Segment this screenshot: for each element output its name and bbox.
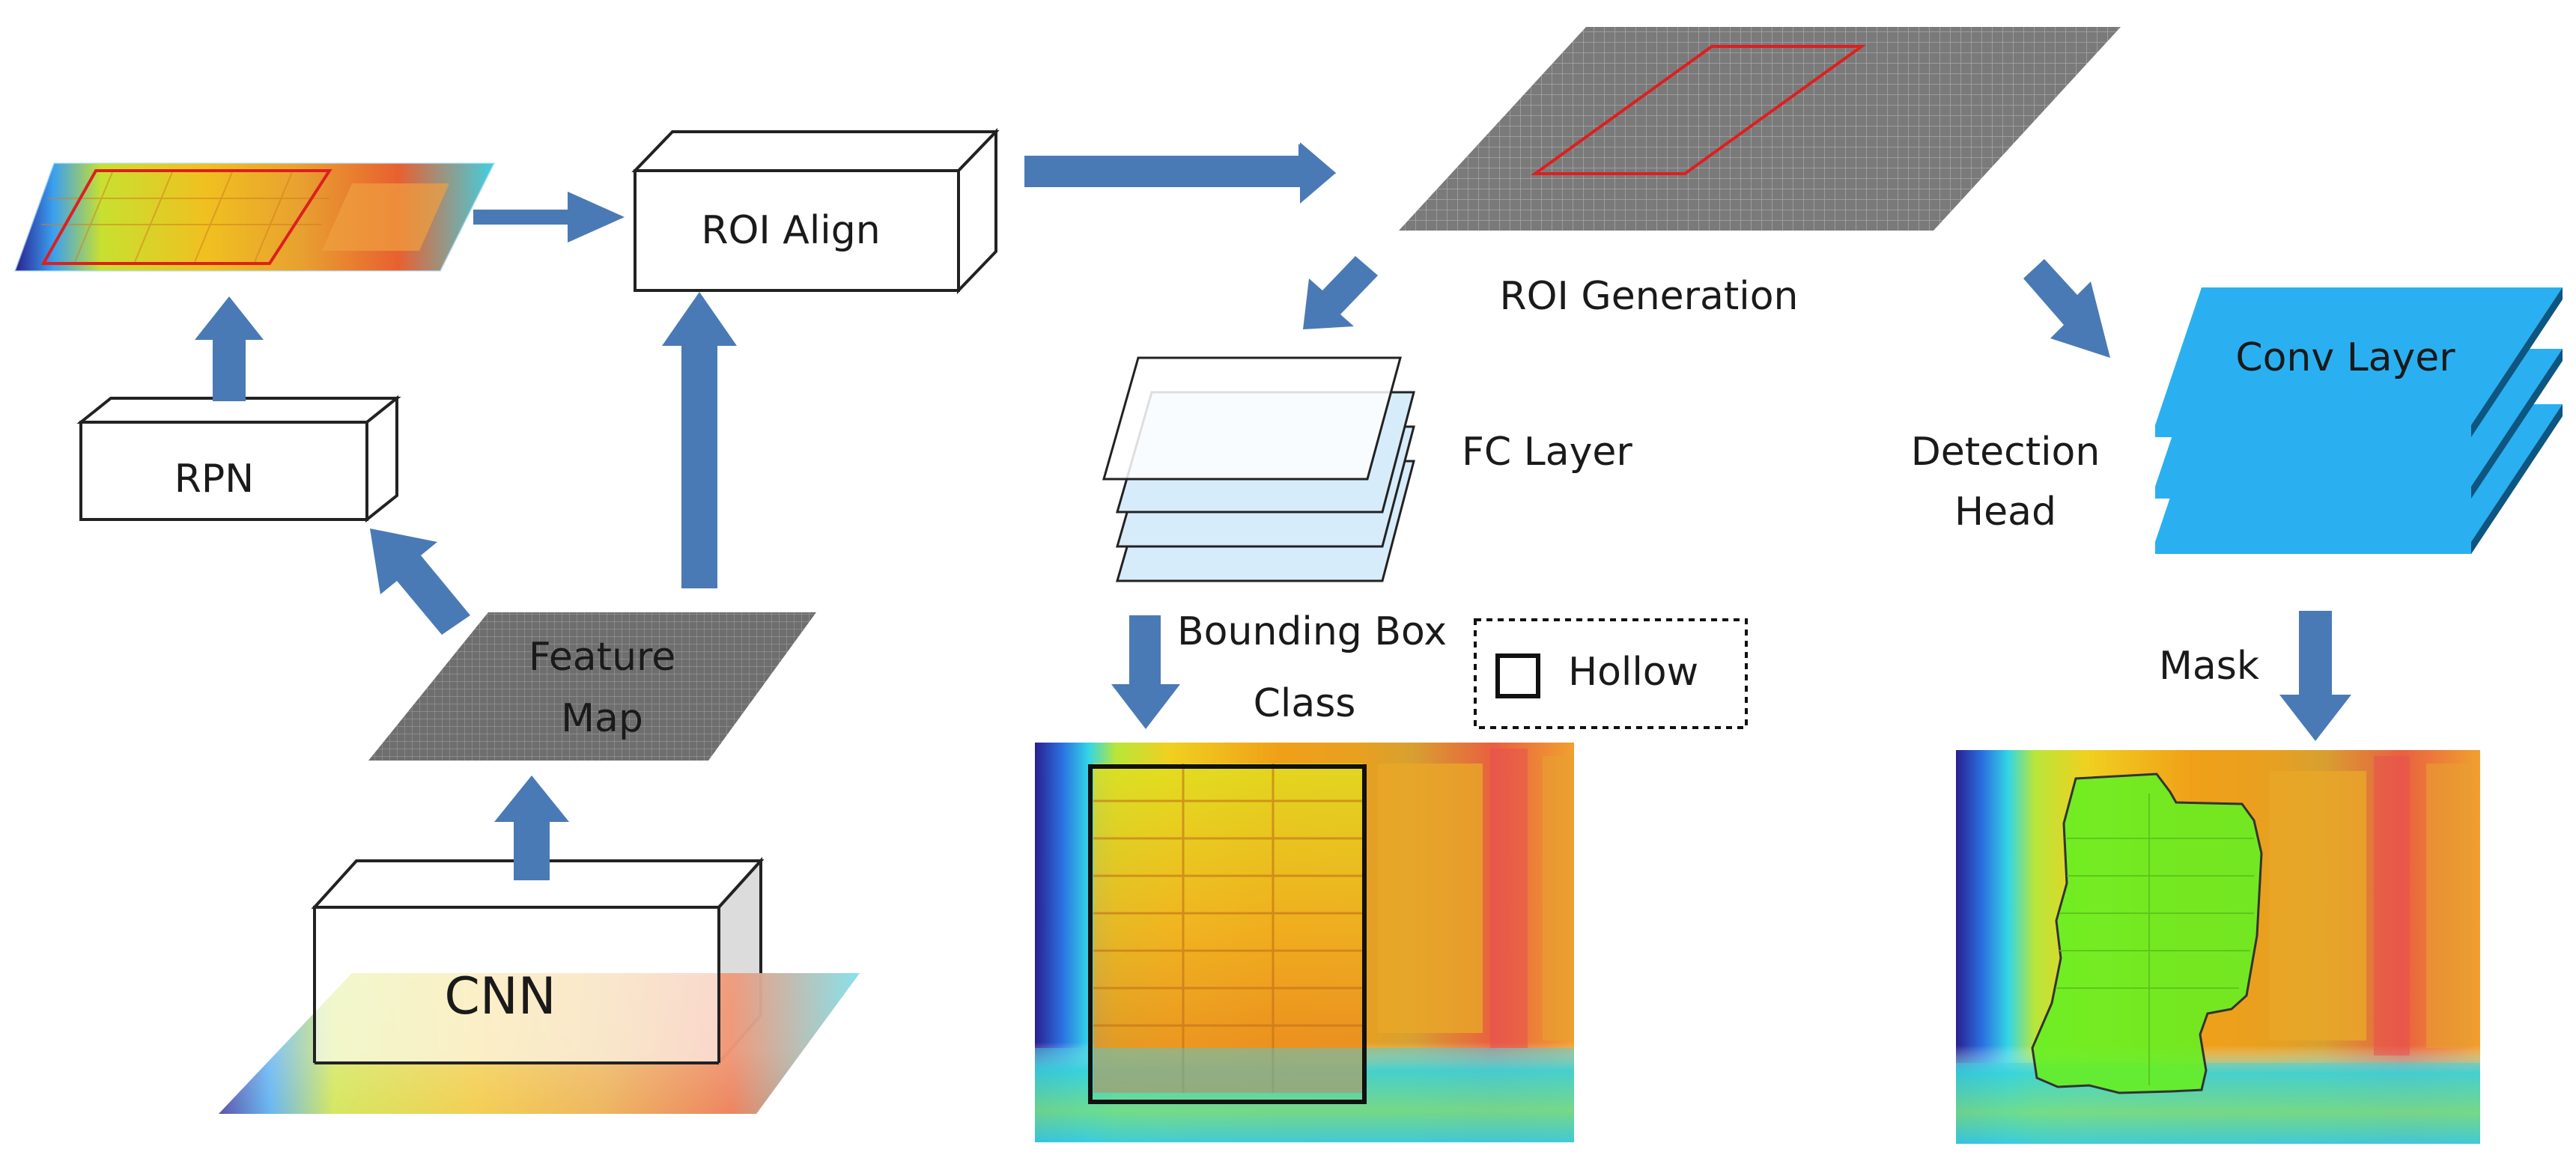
arrow-icon	[2023, 259, 2110, 358]
feature-map-label-line2: Map	[561, 696, 643, 741]
rpn-label: RPN	[174, 457, 255, 502]
arrow-icon-shaft	[1024, 159, 1300, 187]
conv-layer-label: Conv Layer	[2235, 335, 2455, 380]
arrow-icon	[2279, 611, 2351, 741]
roi-align-block	[631, 128, 1000, 294]
arrow-icon	[662, 292, 737, 588]
arrows	[195, 142, 2351, 880]
arrow-icon-head	[1300, 142, 1336, 204]
roi-align-label: ROI Align	[701, 208, 881, 253]
hollow-square-icon	[1495, 653, 1540, 698]
detection-head-label-line2: Head	[1954, 490, 2056, 534]
cnn-input-thermal-image	[219, 973, 860, 1114]
roi-generation-label: ROI Generation	[1499, 274, 1799, 319]
arrow-icon	[1303, 256, 1378, 329]
conv-layer-stack	[2155, 287, 2563, 554]
mask-label: Mask	[2159, 644, 2259, 689]
legend-box	[1474, 618, 1748, 729]
arrow-icon	[473, 192, 625, 243]
arrow-icon	[494, 776, 569, 880]
detection-head-label-line1: Detection	[1910, 430, 2100, 475]
arrow-icon	[195, 296, 264, 401]
mask-output-image	[1956, 750, 2480, 1144]
class-label: Class	[1253, 681, 1356, 726]
roi-region-box	[1530, 45, 1867, 175]
bbox-output-image	[1035, 743, 1574, 1142]
bounding-box-label: Bounding Box	[1176, 609, 1448, 654]
rpn-block	[76, 394, 401, 523]
legend-hollow-label: Hollow	[1568, 650, 1699, 695]
rpn-output-thermal-map	[13, 162, 496, 272]
arrow-icon	[1111, 615, 1180, 729]
arrow-icon	[370, 528, 470, 635]
detected-bounding-box	[1088, 764, 1367, 1104]
segmentation-mask	[2031, 773, 2263, 1094]
roi-generation-grid	[1399, 27, 2121, 231]
roi-proposal-box	[40, 169, 332, 265]
feature-map-label-line1: Feature	[528, 635, 676, 680]
fc-layer-stack	[1102, 356, 1415, 582]
fc-layer-label: FC Layer	[1462, 430, 1632, 475]
feature-map-grid	[368, 612, 816, 761]
cnn-label: CNN	[444, 967, 556, 1026]
